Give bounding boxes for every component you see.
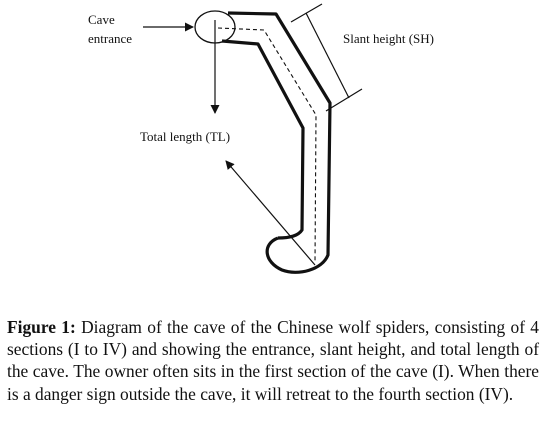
- cave-entrance-label-line2: entrance: [88, 31, 132, 46]
- cave-centerline-dashed: [217, 27, 317, 264]
- cave-outer-wall: [227, 11, 332, 274]
- figure-caption-text: Diagram of the cave of the Chinese wolf …: [7, 317, 540, 404]
- figure-label: Figure 1:: [7, 317, 76, 337]
- slant-height-bottom-tick: [325, 88, 363, 112]
- cave-diagram-svg: Cave entrance Slant height (SH) Total le…: [88, 3, 434, 274]
- slant-height-label: Slant height (SH): [343, 31, 434, 46]
- cave-diagram: Cave entrance Slant height (SH) Total le…: [88, 3, 434, 274]
- cave-entrance-label-line1: Cave: [88, 12, 115, 27]
- figure-caption: Figure 1: Diagram of the cave of the Chi…: [7, 316, 539, 405]
- total-length-label: Total length (TL): [140, 129, 230, 144]
- slant-height-top-tick: [290, 3, 323, 23]
- cave-inner-wall: [221, 39, 305, 240]
- total-length-bottom-arrow: [225, 160, 316, 266]
- slant-height-dimension-line: [305, 12, 350, 99]
